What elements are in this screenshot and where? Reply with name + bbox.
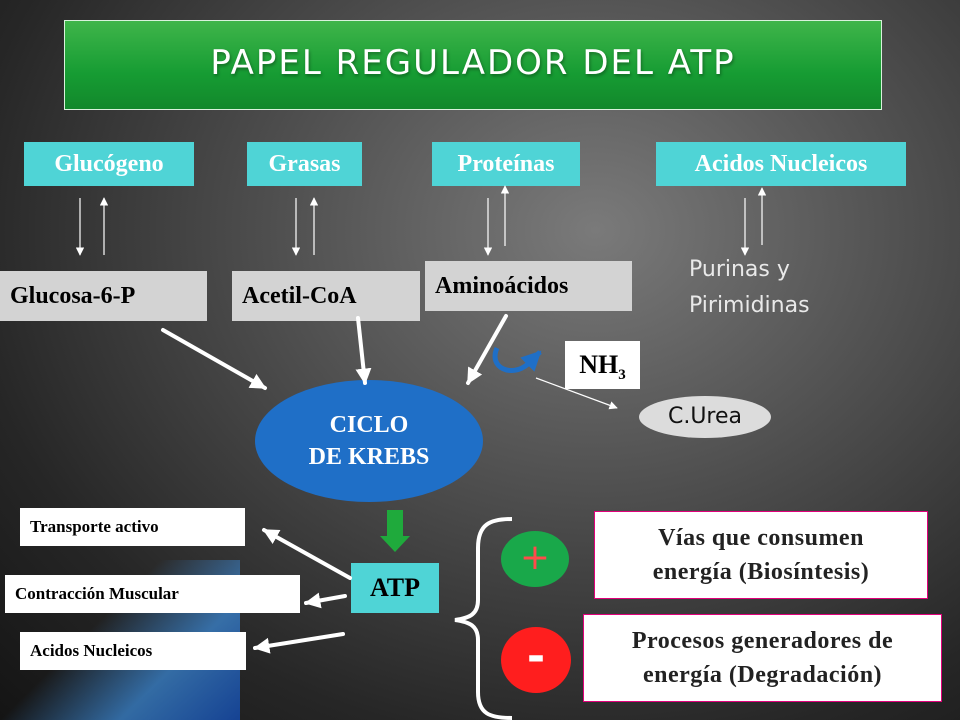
acetil-to-krebs-arrow bbox=[355, 316, 372, 385]
krebs-line-2: DE KREBS bbox=[308, 444, 430, 470]
biosintesis-line-2: energía (Biosíntesis) bbox=[652, 559, 870, 585]
biosintesis-box: Vías que consumen energía (Biosíntesis) bbox=[594, 511, 928, 599]
purinas-line-1: Purinas y bbox=[689, 257, 790, 282]
bidirectional-arrows bbox=[75, 185, 767, 410]
biosintesis-line-1: Vías que consumen bbox=[658, 525, 864, 551]
degradacion-box: Procesos generadores de energía (Degrada… bbox=[583, 614, 942, 702]
category-acidos-nucleicos: Acidos Nucleicos bbox=[656, 142, 906, 186]
curved-blue-arrow bbox=[492, 346, 542, 374]
category-proteinas: Proteínas bbox=[432, 142, 580, 186]
degradacion-line-2: energía (Degradación) bbox=[642, 662, 883, 688]
nh3-to-urea-arrow bbox=[535, 377, 618, 410]
slide-title: PAPEL REGULADOR DEL ATP bbox=[64, 20, 882, 110]
atp-to-transporte-arrow bbox=[262, 528, 352, 580]
nh3-box: NH3 bbox=[565, 341, 640, 389]
atp-to-contraccion-arrow bbox=[304, 592, 347, 609]
category-glucogeno: Glucógeno bbox=[24, 142, 194, 186]
curly-brace bbox=[454, 517, 513, 720]
nh3-base: NH bbox=[579, 350, 619, 379]
glucosa-to-krebs-arrow bbox=[161, 328, 267, 390]
transporte-activo-box: Transporte activo bbox=[20, 508, 245, 546]
ciclo-krebs-ellipse: CICLO DE KREBS bbox=[255, 380, 483, 502]
krebs-to-atp-green-arrow bbox=[380, 510, 410, 552]
atp-to-acidos-arrow bbox=[253, 632, 345, 654]
minus-sign: - bbox=[501, 627, 571, 693]
purinas-line-2: Pirimidinas bbox=[689, 293, 810, 318]
plus-sign: + bbox=[501, 531, 569, 587]
contraccion-muscular-box: Contracción Muscular bbox=[5, 575, 300, 613]
acidos-nucleicos-use-box: Acidos Nucleicos bbox=[20, 632, 246, 670]
purinas-pirimidinas-label: Purinas y Pirimidinas bbox=[689, 252, 889, 324]
aminoacidos-box: Aminoácidos bbox=[425, 261, 632, 311]
atp-box: ATP bbox=[351, 563, 439, 613]
category-grasas: Grasas bbox=[247, 142, 362, 186]
aminoacidos-to-krebs-arrow bbox=[466, 314, 508, 385]
ciclo-urea-ellipse: C.Urea bbox=[639, 396, 771, 438]
acetil-coa-box: Acetil-CoA bbox=[232, 271, 420, 321]
glucosa-6-p-box: Glucosa-6-P bbox=[0, 271, 207, 321]
krebs-line-1: CICLO bbox=[329, 412, 409, 438]
degradacion-line-1: Procesos generadores de bbox=[631, 628, 894, 654]
nh3-subscript: 3 bbox=[618, 367, 626, 384]
